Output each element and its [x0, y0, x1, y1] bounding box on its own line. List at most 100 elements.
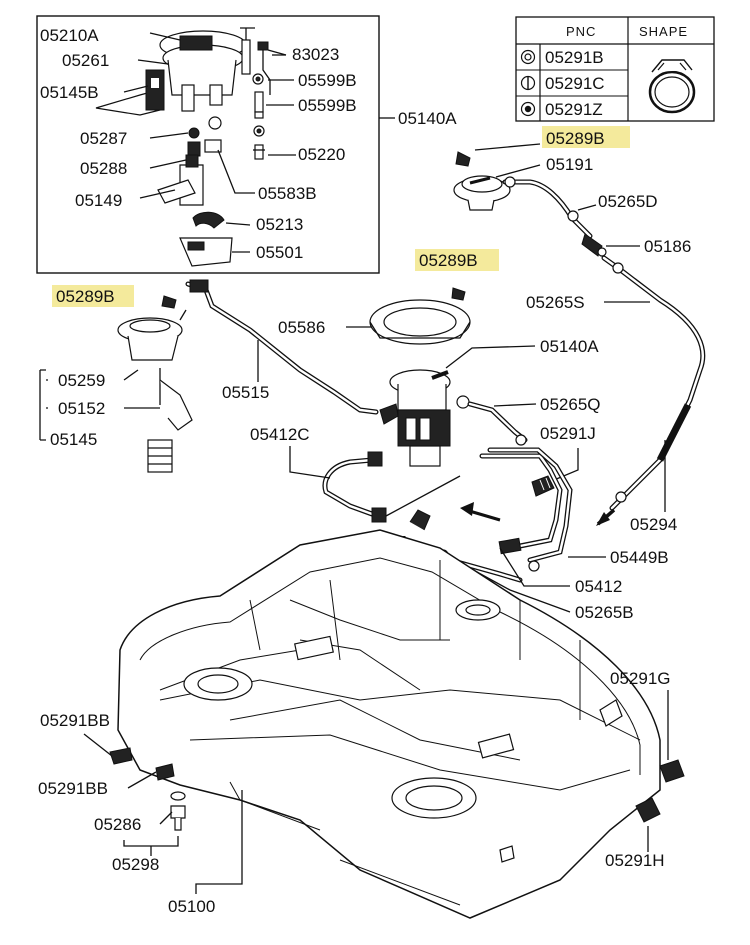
leader-05140a [445, 345, 536, 369]
gasket-05586-drawing [369, 299, 471, 345]
legend-row-05291b: 05291B [545, 48, 604, 67]
legend-row-05291c: 05291C [545, 74, 605, 93]
fuel-tank-drawing [117, 529, 661, 919]
clip-05291bb-2 [155, 763, 175, 781]
filter-05213-drawing [192, 211, 225, 229]
label-05265b: 05265B [575, 603, 634, 622]
label-05152: 05152 [58, 399, 105, 418]
label-05289b-mid: 05289B [419, 251, 478, 270]
label-05586: 05586 [278, 318, 325, 337]
label-05213: 05213 [256, 215, 303, 234]
label-05186: 05186 [644, 237, 691, 256]
label-05220: 05220 [298, 145, 345, 164]
label-05265d: 05265D [598, 192, 658, 211]
leader-05412 [499, 547, 570, 587]
legend-row-05291z: 05291Z [545, 100, 603, 119]
label-05515: 05515 [222, 383, 269, 402]
label-05191: 05191 [546, 155, 593, 174]
label-05145: 05145 [50, 430, 97, 449]
bracket-05298 [123, 836, 179, 856]
label-05412: 05412 [575, 577, 622, 596]
label-05599b-1: 05599B [298, 71, 357, 90]
arrow-head-05294 [596, 512, 610, 526]
highlight-05289b-mid [415, 249, 499, 271]
fuel-lines-drawing [437, 447, 573, 583]
hose-05265q-drawing [467, 401, 528, 446]
label-05291g: 05291G [610, 669, 671, 688]
label-05210a: 05210A [40, 26, 99, 45]
label-05140a: 05140A [540, 337, 599, 356]
filler-cap-drawing [453, 151, 511, 211]
label-05449b: 05449B [610, 548, 669, 567]
bracket-05100 [195, 790, 243, 894]
label-05501: 05501 [256, 243, 303, 262]
label-83023: 83023 [292, 45, 339, 64]
label-05261: 05261 [62, 51, 109, 70]
label-05291bb-1: 05291BB [40, 711, 110, 730]
label-05291h: 05291H [605, 851, 665, 870]
label-05599b-2: 05599B [298, 96, 357, 115]
drain-plug-drawing [170, 791, 186, 831]
label-05291bb-2: 05291BB [38, 779, 108, 798]
highlight-05289b-top [542, 126, 630, 148]
hose-05265d-drawing [502, 176, 593, 239]
pnc-shape-legend: PNC SHAPE 05291B 05291C 05291Z [515, 16, 715, 122]
sock-05501-drawing [179, 237, 233, 267]
bolt-05289b-left [161, 295, 177, 309]
inset-leaders [123, 32, 395, 253]
leader-05291bb-2 [127, 771, 157, 789]
highlight-05289b-left [52, 285, 134, 307]
pump-flange-drawing [159, 27, 255, 112]
label-05286: 05286 [94, 815, 141, 834]
pump-module-drawing [379, 369, 470, 467]
pump-motor-drawing [157, 154, 204, 206]
label-05259: 05259 [58, 371, 105, 390]
circle-bar-icon [520, 75, 536, 91]
label-05100: 05100 [168, 897, 215, 916]
dotted-circle-icon [520, 101, 536, 117]
leader-05291bb-1 [83, 733, 113, 757]
legend-header-shape: SHAPE [639, 24, 688, 39]
leader-05286 [159, 811, 173, 825]
clip-05291h-drawing [635, 797, 661, 823]
hose-05265s-drawing [601, 255, 706, 511]
sender-unit-drawing [117, 309, 193, 473]
label-05412c: 05412C [250, 425, 310, 444]
connector-83023-drawing [257, 41, 287, 95]
seals-tubes-drawing [187, 73, 265, 160]
label-05149: 05149 [75, 191, 122, 210]
label-05265q: 05265Q [540, 395, 601, 414]
leader-05412c [289, 446, 331, 479]
label-05145b: 05145B [40, 83, 99, 102]
label-05289b-left: 05289B [56, 287, 115, 306]
valve-05186-drawing [581, 233, 607, 257]
line-05412c-drawing [322, 451, 461, 531]
leader-05265q [493, 403, 537, 407]
label-05288: 05288 [80, 159, 127, 178]
bracket-05145b-drawing [95, 69, 165, 116]
clip-05291j-drawing [531, 475, 555, 497]
leader-05265d [577, 204, 597, 211]
leader-05289b-top [474, 143, 541, 151]
label-05289b-top: 05289B [546, 129, 605, 148]
label-05291j: 05291J [540, 424, 596, 443]
label-05298: 05298 [112, 855, 159, 874]
bracket-05259-05145 [39, 369, 48, 441]
legend-header-pnc: PNC [566, 24, 596, 39]
clip-05291bb-1 [109, 747, 133, 765]
leader-05291j [553, 448, 579, 481]
leader-05191 [495, 164, 541, 178]
label-05265s: 05265S [526, 293, 585, 312]
double-circle-icon [520, 49, 536, 65]
hose-05515-drawing [185, 279, 379, 415]
label-05583b: 05583B [258, 184, 317, 203]
hose-clamp-icon [648, 59, 696, 114]
leader-05259 [123, 369, 139, 381]
bolt-05289b-mid [451, 287, 466, 301]
label-05294: 05294 [630, 515, 677, 534]
clip-05291g-drawing [659, 759, 685, 783]
label-05287: 05287 [80, 129, 127, 148]
inset-frame [36, 15, 380, 274]
label-05140a-box: 05140A [398, 109, 457, 128]
